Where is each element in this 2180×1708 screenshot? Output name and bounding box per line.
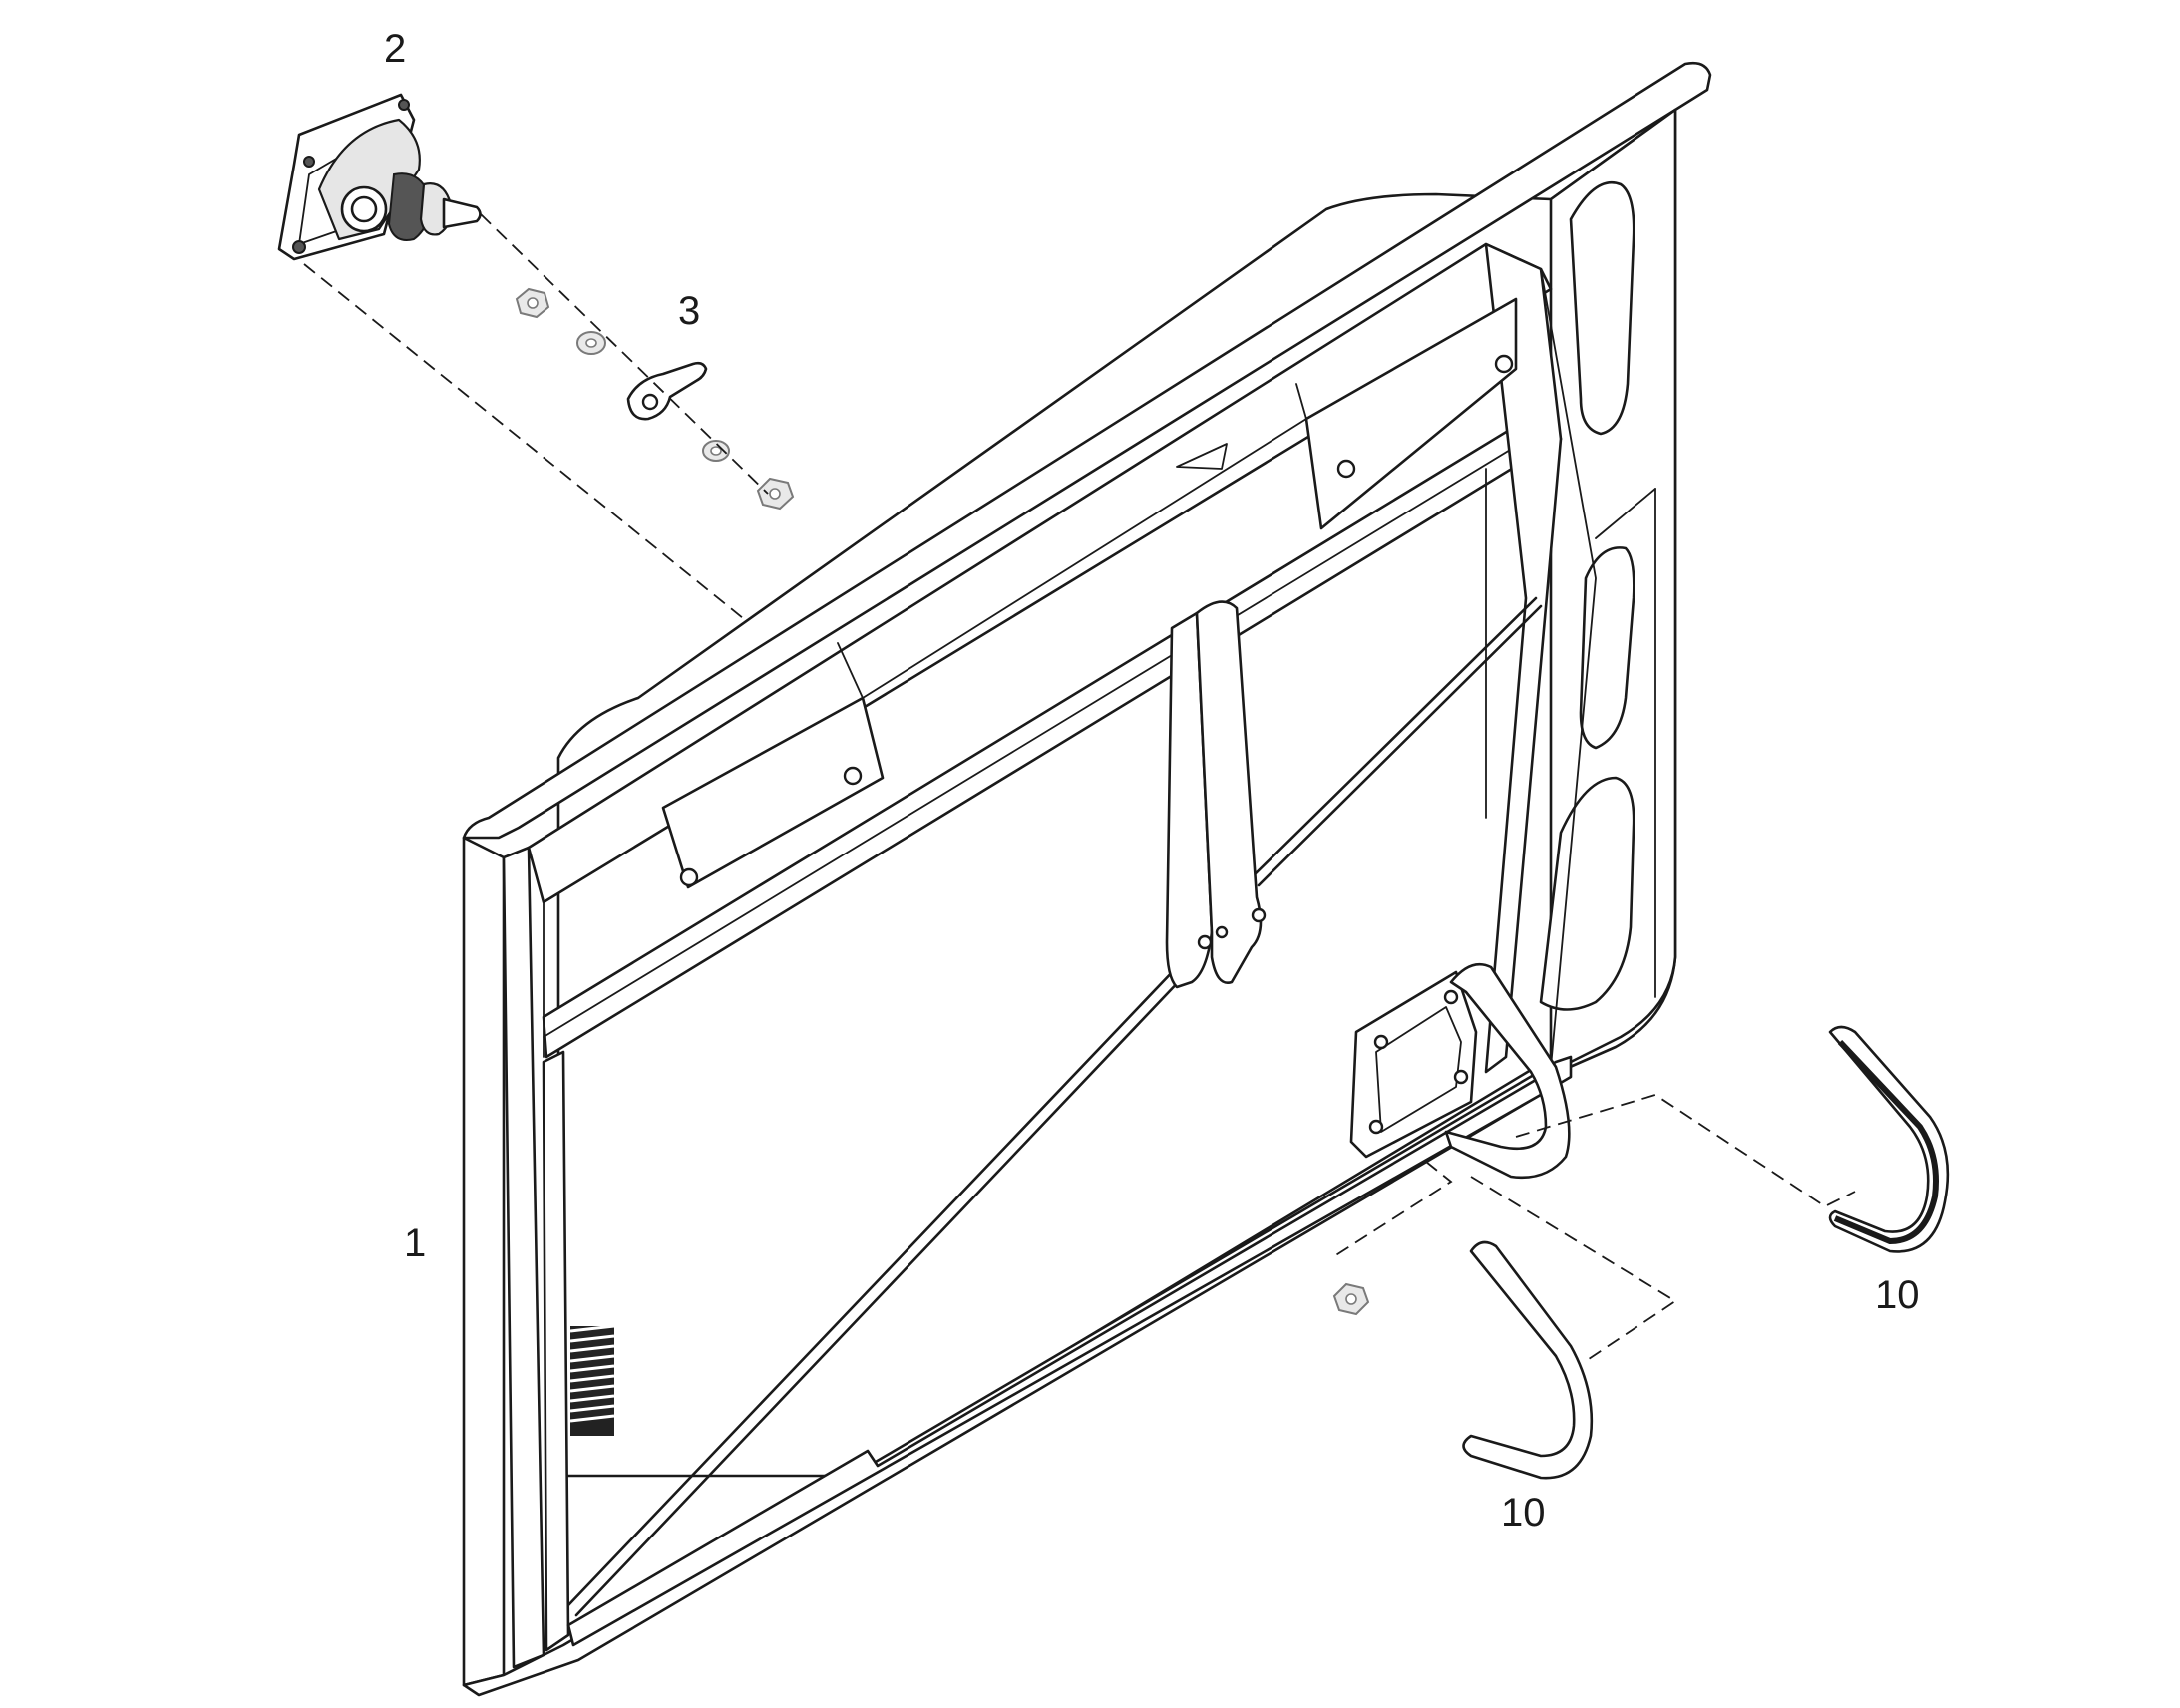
callout-panel: 1 xyxy=(404,1221,426,1265)
motor-assembly xyxy=(277,93,482,261)
callout-handle-right: 10 xyxy=(1875,1273,1920,1317)
hardware-stack xyxy=(515,287,795,511)
lid-hole-2 xyxy=(843,766,863,786)
panel-lid-left xyxy=(661,696,885,889)
panel-top-rim xyxy=(462,61,1712,840)
vent-grille xyxy=(569,1324,615,1436)
lid-hole-3 xyxy=(1336,459,1356,479)
panel-diagonal-brace-1 xyxy=(566,965,1179,1607)
panel-slot-top xyxy=(1569,180,1635,436)
lid-hole-4 xyxy=(1494,354,1514,374)
callout-motor: 2 xyxy=(384,27,406,71)
panel-front-frame xyxy=(462,836,506,1687)
assembly-leader-lines xyxy=(303,213,1856,1362)
motor-shaft xyxy=(442,197,482,229)
callout-handle-lower: 10 xyxy=(1501,1491,1546,1535)
lever-part xyxy=(626,361,708,421)
panel-left-post xyxy=(502,846,545,1669)
panel-lid-right xyxy=(1304,297,1518,530)
panel-upper-crossbar xyxy=(527,242,1553,904)
callout-lever: 3 xyxy=(678,289,700,333)
panel-bottom-lip xyxy=(462,1055,1573,1697)
lid-hole-1 xyxy=(679,867,699,887)
panel-slot-bottom xyxy=(1539,776,1635,1011)
mounted-grab-handle xyxy=(1444,962,1571,1180)
door-panel xyxy=(462,61,1712,1697)
loose-handle-lower xyxy=(1462,1240,1594,1480)
mount-plate xyxy=(1349,970,1478,1159)
panel-diagonal-brace-2 xyxy=(1250,596,1538,879)
hinge-strap-right xyxy=(1195,600,1263,984)
loose-handle-right xyxy=(1828,1025,1950,1253)
panel-left-inner xyxy=(542,1050,570,1652)
